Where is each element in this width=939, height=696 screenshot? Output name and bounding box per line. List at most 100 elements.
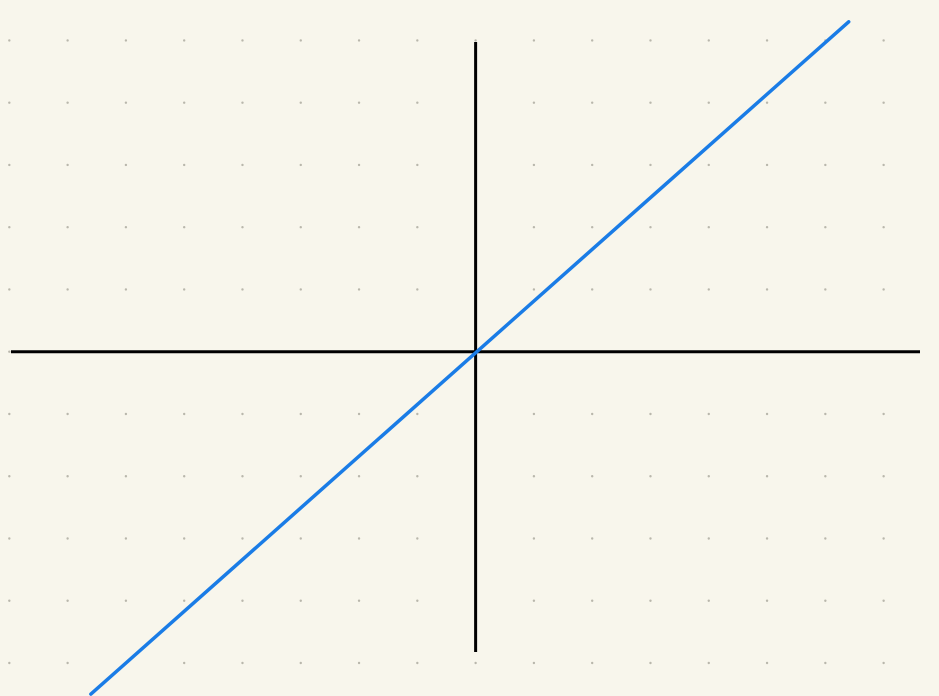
grid-dot xyxy=(590,101,594,104)
grid-dot xyxy=(241,412,244,416)
grid-dot xyxy=(8,39,11,42)
grid-dot xyxy=(707,599,710,602)
grid-dot xyxy=(824,599,827,602)
grid-dot xyxy=(124,101,128,104)
grid-dot xyxy=(765,288,769,291)
grid-dot xyxy=(882,101,885,104)
grid-dot xyxy=(590,412,594,416)
grid-dot xyxy=(241,599,244,602)
grid-dot xyxy=(474,39,477,42)
grid-dot xyxy=(241,163,244,167)
grid-dot xyxy=(182,537,186,540)
grid-dot xyxy=(765,412,769,416)
grid-dot xyxy=(8,412,11,416)
grid-dot xyxy=(357,288,361,291)
grid-dot xyxy=(590,226,594,229)
grid-dot xyxy=(532,537,536,540)
grid-dot xyxy=(824,661,827,665)
grid-dot xyxy=(824,475,827,478)
grid-dot xyxy=(124,288,128,291)
grid-dot xyxy=(357,661,361,665)
grid-dot xyxy=(357,226,361,229)
grid-dot xyxy=(241,537,244,540)
grid-dot xyxy=(649,39,652,42)
grid-dot xyxy=(532,226,536,229)
grid-dot xyxy=(882,163,885,167)
grid-dot xyxy=(182,599,186,602)
grid-dot xyxy=(124,475,128,478)
grid-dot xyxy=(649,163,652,167)
grid-dot xyxy=(66,475,69,478)
grid-dot xyxy=(124,537,128,540)
grid-dot xyxy=(590,661,594,665)
grid-dot xyxy=(532,101,536,104)
grid-dot xyxy=(532,288,536,291)
grid-dot xyxy=(66,163,69,167)
grid-dot xyxy=(882,288,885,291)
grid-dot xyxy=(299,226,302,229)
grid-dot xyxy=(824,288,827,291)
grid-dot xyxy=(8,475,11,478)
grid-dot xyxy=(416,39,419,42)
grid-dot xyxy=(8,101,11,104)
grid-dot xyxy=(707,412,710,416)
grid-dot xyxy=(66,101,69,104)
grid-dot xyxy=(357,101,361,104)
series-line-1 xyxy=(89,20,851,696)
grid-dot xyxy=(649,537,652,540)
grid-dot xyxy=(532,599,536,602)
grid-dot xyxy=(182,39,186,42)
grid-dot xyxy=(124,163,128,167)
grid-dot xyxy=(532,661,536,665)
grid-dot xyxy=(299,475,302,478)
grid-dot xyxy=(416,163,419,167)
grid-dot xyxy=(241,288,244,291)
grid-dot xyxy=(882,661,885,665)
grid-dot xyxy=(182,661,186,665)
grid-dot xyxy=(124,39,128,42)
grid-dot xyxy=(765,475,769,478)
grid-dot xyxy=(8,163,11,167)
grid-dot xyxy=(357,475,361,478)
grid-dot xyxy=(416,226,419,229)
grid-dot xyxy=(8,226,11,229)
grid-dot xyxy=(124,599,128,602)
grid-dot xyxy=(707,163,710,167)
grid-dot xyxy=(882,412,885,416)
grid-dot xyxy=(299,661,302,665)
grid-dot xyxy=(765,39,769,42)
grid-dot xyxy=(765,226,769,229)
grid-dot xyxy=(299,288,302,291)
grid-dot xyxy=(707,475,710,478)
grid-dot xyxy=(182,475,186,478)
grid-dot xyxy=(824,226,827,229)
grid-dot xyxy=(66,226,69,229)
grid-dot xyxy=(357,599,361,602)
grid-dot xyxy=(649,288,652,291)
grid-dot xyxy=(357,412,361,416)
grid-dot xyxy=(182,412,186,416)
grid-dot xyxy=(8,537,11,540)
grid-dot xyxy=(299,537,302,540)
grid-dot xyxy=(882,537,885,540)
grid-dot xyxy=(182,101,186,104)
grid-dot xyxy=(590,599,594,602)
grid-dot xyxy=(532,412,536,416)
grid-dot xyxy=(299,39,302,42)
grid-dot xyxy=(416,288,419,291)
grid-dot xyxy=(241,661,244,665)
grid-dot xyxy=(824,101,827,104)
grid-dot xyxy=(649,101,652,104)
grid-dot xyxy=(182,288,186,291)
grid-dot xyxy=(882,226,885,229)
grid-dot xyxy=(299,412,302,416)
grid-dot xyxy=(590,39,594,42)
grid-dot xyxy=(765,599,769,602)
grid-dot xyxy=(649,475,652,478)
grid-dot xyxy=(765,661,769,665)
grid-dot xyxy=(707,226,710,229)
grid-dot xyxy=(765,101,769,104)
grid-dot xyxy=(416,599,419,602)
grid-dot xyxy=(357,163,361,167)
